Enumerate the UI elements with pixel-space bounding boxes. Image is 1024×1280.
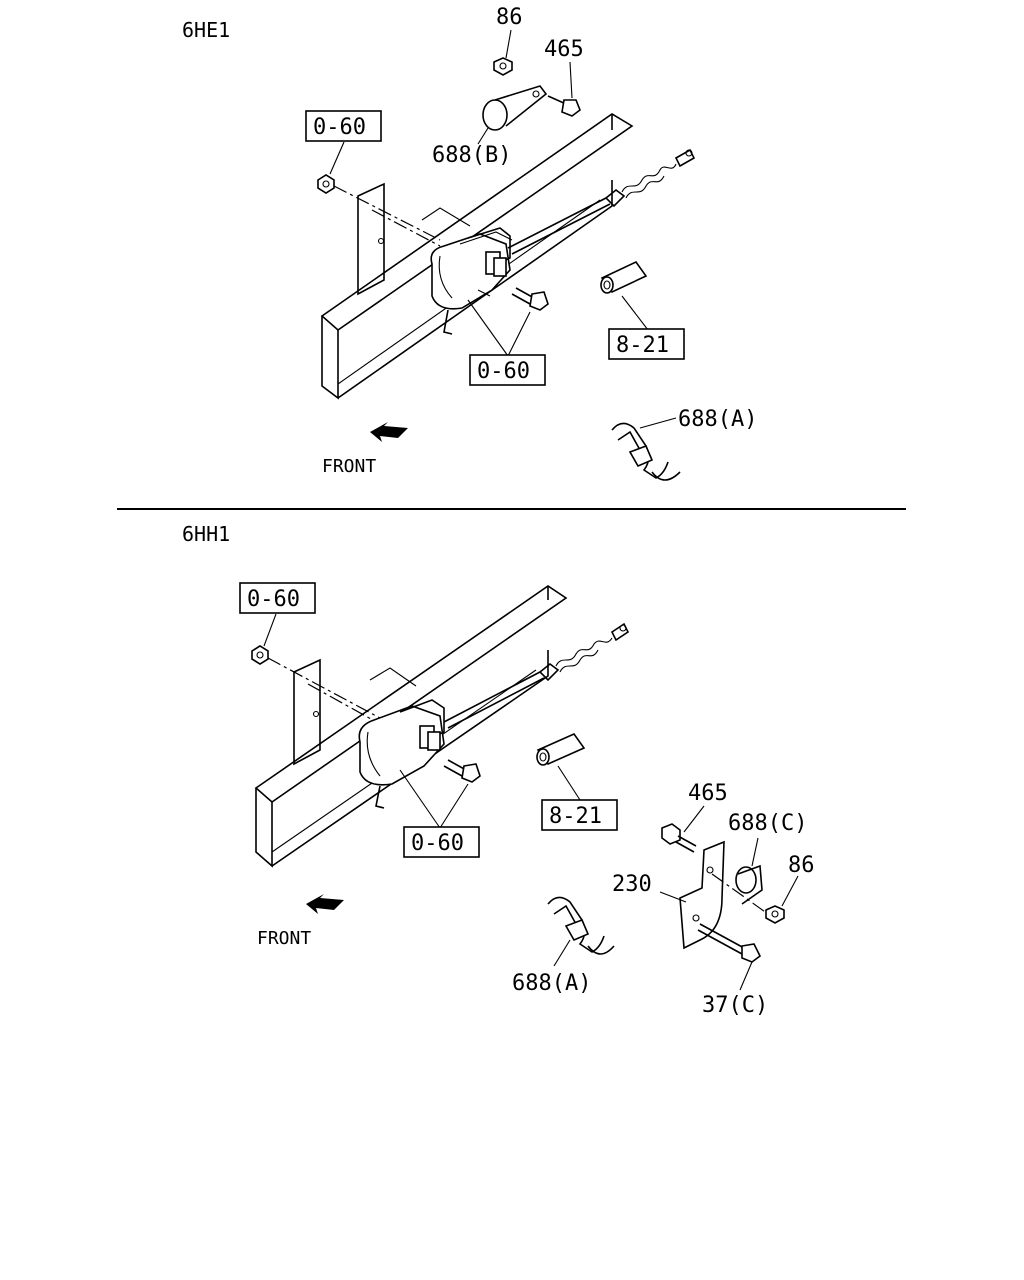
ref-0-60-upper-6hh1: 0-60 (247, 587, 300, 612)
clamp-688a-6he1 (611, 422, 681, 481)
brake-cable-6hh1 (443, 622, 630, 729)
section-6he1: 6HE1 (182, 5, 757, 481)
bolt-465-6he1 (547, 95, 581, 117)
label-688c-6hh1: 688(C) (728, 811, 807, 836)
ref-0-60-lower-6he1: 0-60 (477, 359, 530, 384)
mounting-plate-6hh1 (293, 658, 321, 766)
leader-lines-6hh1 (263, 613, 799, 991)
bolt-0-60-6hh1 (443, 759, 481, 783)
front-label-6hh1: FRONT (257, 928, 311, 949)
clip-688b-6he1 (482, 85, 548, 131)
ref-box-0-60-lower-6he1 (469, 354, 546, 386)
ref-box-8-21-6he1 (608, 328, 685, 360)
label-37c-6hh1: 37(C) (702, 993, 768, 1018)
ref-box-0-60-upper-6he1 (305, 110, 382, 142)
nut-0-60-upper-6he1 (317, 174, 335, 194)
bolt-37c-6hh1 (697, 923, 762, 963)
ref-8-21-6hh1: 8-21 (549, 804, 602, 829)
ref-8-21-6he1: 8-21 (616, 333, 669, 358)
ref-box-8-21-6hh1 (541, 799, 618, 831)
parking-brake-unit-6hh1 (358, 699, 445, 809)
spacer-8-21-6hh1 (536, 733, 586, 766)
parking-brake-unit-6he1 (430, 227, 513, 335)
front-arrow-icon-6he1 (370, 422, 408, 442)
mounting-plate-6he1 (357, 182, 385, 296)
spacer-8-21-6he1 (600, 260, 648, 294)
label-688a-6hh1: 688(A) (512, 971, 591, 996)
label-86-6he1: 86 (496, 5, 523, 30)
nut-86-6hh1 (765, 905, 785, 924)
ref-box-0-60-lower-6hh1 (403, 826, 480, 858)
front-label-6he1: FRONT (322, 456, 376, 477)
leader-lines-6he1 (329, 29, 677, 429)
ref-box-0-60-upper-6hh1 (239, 582, 316, 614)
section-title-6hh1: 6HH1 (182, 522, 230, 546)
front-arrow-icon-6hh1 (306, 894, 344, 914)
brake-cable-6he1 (507, 148, 696, 255)
nut-0-60-upper-6hh1 (251, 645, 269, 665)
bracket-230-6hh1 (679, 840, 769, 950)
bolt-0-60-6he1 (511, 287, 549, 311)
clip-688c-6hh1 (735, 864, 763, 905)
label-465-6hh1: 465 (688, 781, 728, 806)
nut-86-6he1 (493, 57, 513, 76)
label-230-6hh1: 230 (612, 872, 652, 897)
section-title-6he1: 6HE1 (182, 18, 230, 42)
clamp-688a-6hh1 (547, 896, 615, 955)
ref-0-60-upper-6he1: 0-60 (313, 115, 366, 140)
section-6hh1: 6HH1 (182, 522, 815, 1018)
label-688a-6he1: 688(A) (678, 407, 757, 432)
ref-0-60-lower-6hh1: 0-60 (411, 831, 464, 856)
bolt-465-6hh1 (661, 823, 697, 853)
label-688b-6he1: 688(B) (432, 143, 511, 168)
label-86-6hh1: 86 (788, 853, 815, 878)
label-465-6he1: 465 (544, 37, 584, 62)
